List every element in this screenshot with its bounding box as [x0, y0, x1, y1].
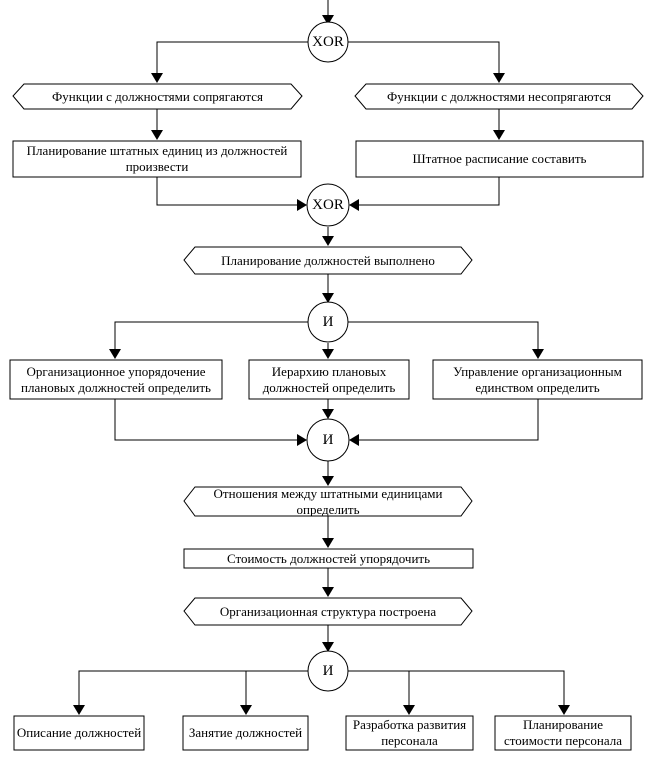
- function-org-order: [9, 359, 223, 400]
- function-cost-planning: [494, 715, 632, 751]
- arrow-fn2-xorjoin: [349, 177, 500, 211]
- event-relations-defined: [183, 486, 473, 517]
- xor-join-connector: [306, 183, 350, 227]
- arrow-right-andjoin: [349, 399, 539, 446]
- function-hierarchy-label: Иерархию плановых должностей определить: [262, 363, 396, 395]
- event-relations-defined-label: Отношения между штатными единицами опред…: [213, 485, 443, 517]
- function-cost-order: [183, 548, 474, 569]
- event-planning-done: [183, 246, 473, 275]
- and-join-connector: [306, 418, 350, 462]
- function-cost-order-label: Стоимость должностей упорядочить: [226, 550, 431, 566]
- event-planning-done-label: Планирование должностей выполнено: [221, 252, 435, 268]
- and-split-connector: [307, 301, 349, 343]
- event-structure-built-label: Организационная структура построена: [219, 603, 437, 619]
- function-org-order-label: Организационное упорядочение плановых до…: [21, 363, 211, 395]
- arrow-and2-4: [348, 670, 570, 715]
- xor-split-label: XOR: [312, 34, 344, 50]
- function-occupation-label: Занятие должностей: [188, 725, 303, 740]
- function-description: [13, 715, 145, 751]
- function-cost-planning-label: Планирование стоимости персонала: [503, 717, 623, 748]
- xor-split-connector: [307, 21, 349, 63]
- function-unity-mgmt: [432, 359, 643, 400]
- event-functions-match-label: Функции с должностями сопрягаются: [51, 88, 263, 104]
- function-development: [345, 715, 474, 751]
- function-occupation: [182, 715, 309, 751]
- function-plan-units: [12, 140, 302, 178]
- arrow-fn1-xorjoin: [156, 177, 307, 211]
- arrow-xor-right: [348, 41, 505, 83]
- function-staff-schedule: [355, 140, 644, 178]
- function-plan-units-label: Планирование штатных единиц из должносте…: [26, 143, 288, 174]
- arrow-left-andjoin: [114, 399, 307, 446]
- arrow-xor-left: [151, 41, 308, 83]
- function-staff-schedule-label: Штатное расписание составить: [412, 151, 587, 166]
- function-description-label: Описание должностей: [16, 725, 142, 740]
- function-hierarchy: [248, 359, 410, 400]
- arrow-and-left: [109, 321, 308, 359]
- event-functions-mismatch: [354, 83, 644, 110]
- function-unity-mgmt-label: Управление организационным единством опр…: [453, 363, 622, 395]
- event-structure-built: [183, 597, 473, 626]
- arrow-and2-3: [348, 670, 415, 715]
- xor-join-label: XOR: [312, 197, 344, 213]
- and-split-2-label: И: [322, 663, 334, 679]
- arrow-and2-1: [73, 670, 308, 715]
- arrow-and-right: [348, 321, 544, 359]
- and-split-connector-2: [307, 650, 349, 692]
- and-join-label: И: [322, 432, 334, 448]
- event-functions-mismatch-label: Функции с должностями несопрягаются: [386, 88, 612, 104]
- event-functions-match: [12, 83, 303, 110]
- arrow-and2-2: [240, 670, 308, 715]
- and-split-label: И: [322, 314, 334, 330]
- function-development-label: Разработка развития персонала: [352, 717, 467, 748]
